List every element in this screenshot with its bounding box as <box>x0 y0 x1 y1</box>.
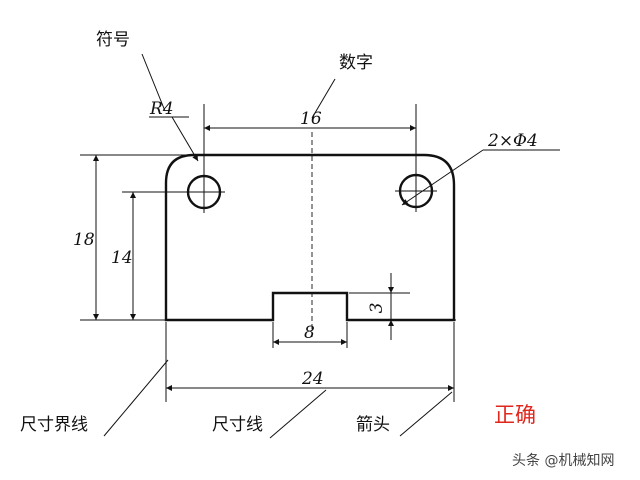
dim-text-16: 16 <box>300 109 322 129</box>
dim-text-3: 3 <box>367 303 387 314</box>
arrowhead-leader <box>399 391 453 437</box>
r4-leader-diag <box>171 116 199 162</box>
label-number: 数字 <box>339 53 373 73</box>
number-leader <box>311 78 336 119</box>
symbol-leader <box>141 53 166 112</box>
dim-text-8: 8 <box>304 323 315 343</box>
label-symbol: 符号 <box>96 30 130 50</box>
watermark: 头条 @机械知网 <box>512 452 614 469</box>
label-dimension-line: 尺寸线 <box>212 415 263 435</box>
label-extension-line: 尺寸界线 <box>20 415 88 435</box>
dim-text-18: 18 <box>73 230 95 250</box>
dimension-line-leader <box>269 389 327 439</box>
extension-line-leader <box>103 359 169 437</box>
dim-text-hole-spec: 2×Φ4 <box>487 131 538 151</box>
part-outline <box>164 153 456 322</box>
dim-text-14: 14 <box>111 248 133 268</box>
dim-text-r4: R4 <box>149 99 174 119</box>
label-verdict: 正确 <box>494 403 536 427</box>
hole-spec-leader <box>401 149 484 206</box>
label-arrowhead: 箭头 <box>356 415 390 435</box>
dim-text-24: 24 <box>301 369 324 389</box>
